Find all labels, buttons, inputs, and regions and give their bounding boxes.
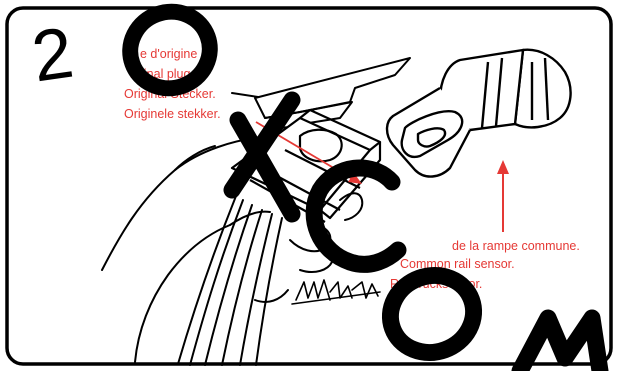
- sensor-label-line2: Common rail sensor.: [400, 257, 515, 271]
- plug-label-line1: e d'origine: [140, 47, 197, 61]
- sensor-label-line1: de la rampe commune.: [452, 239, 580, 253]
- plug-label-line4: Originele stekker.: [124, 107, 221, 121]
